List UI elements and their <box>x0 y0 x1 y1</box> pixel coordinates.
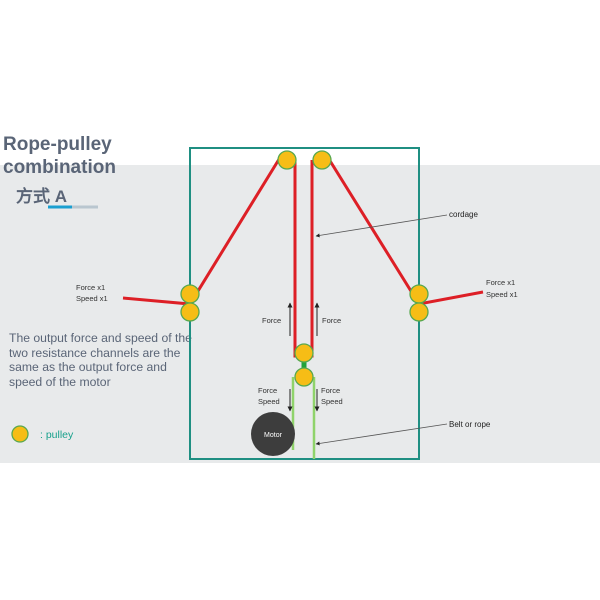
pulley-center-upper <box>294 343 314 363</box>
title-line-1: Rope-pulley <box>3 134 112 155</box>
background-band <box>0 165 600 463</box>
rope-left-outer <box>122 155 283 306</box>
frame-box <box>189 147 420 460</box>
pulley-icon <box>11 425 29 443</box>
pulley-top-left <box>277 150 297 170</box>
legend-label: : pulley <box>40 429 74 441</box>
force-label-right: Force <box>322 316 341 325</box>
pulley-right-upper <box>409 284 429 304</box>
page-title: Rope-pulley combination <box>3 133 116 179</box>
lower-speed-label-left: Speed <box>258 397 280 406</box>
pulley-top-right <box>312 150 332 170</box>
belt-label: Belt or rope <box>449 420 491 429</box>
left-force-label: Force x1 <box>76 283 105 292</box>
motor <box>251 412 295 456</box>
motor-label: Motor <box>264 432 283 439</box>
pulley-left-lower <box>180 302 200 322</box>
lower-force-label-right: Force <box>321 386 340 395</box>
pulley-left-upper <box>180 284 200 304</box>
pulley-right-lower <box>409 302 429 322</box>
description-text: The output force and speed of the two re… <box>9 331 192 389</box>
pulley-center-lower <box>294 367 314 387</box>
subtitle: 方式 A <box>16 187 67 206</box>
right-speed-label: Speed x1 <box>486 290 518 299</box>
left-speed-label: Speed x1 <box>76 294 108 303</box>
cordage-callout-line <box>315 214 448 238</box>
title-line-2: combination <box>3 157 116 178</box>
lower-speed-label-right: Speed <box>321 397 343 406</box>
cordage-label: cordage <box>449 210 478 219</box>
belt-callout-line <box>315 423 448 446</box>
rope-center-loop <box>293 160 314 358</box>
lower-force-label-left: Force <box>258 386 277 395</box>
right-force-label: Force x1 <box>486 278 515 287</box>
rope-right-outer <box>325 155 484 306</box>
force-label-left: Force <box>262 316 281 325</box>
